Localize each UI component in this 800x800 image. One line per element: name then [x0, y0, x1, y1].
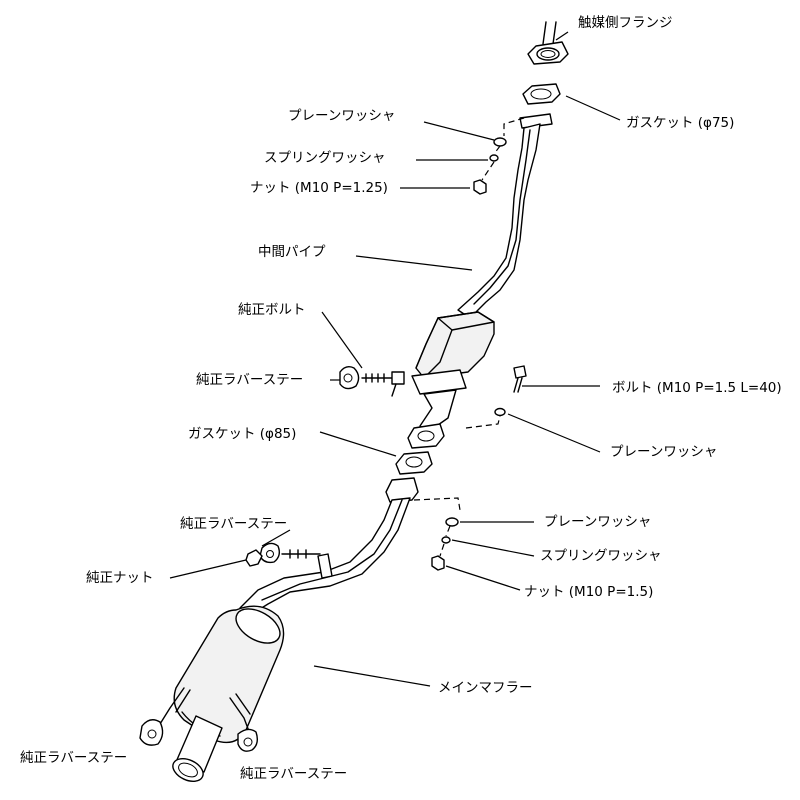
labels: 触媒側フランジ ガスケット (φ75) プレーンワッシャ スプリングワッシャ ナ… — [20, 15, 782, 782]
label-oem-rubber-stay-2: 純正ラバーステー — [180, 516, 287, 532]
label-catalyst-flange: 触媒側フランジ — [578, 15, 673, 31]
label-oem-nut: 純正ナット — [86, 570, 154, 586]
gasket-75 — [522, 83, 561, 105]
oem-rubber-stay-upper — [339, 365, 405, 397]
label-mid-pipe: 中間パイプ — [258, 244, 326, 260]
label-plain-washer-top: プレーンワッシャ — [288, 108, 395, 124]
label-oem-rubber-stay-1: 純正ラバーステー — [196, 372, 303, 388]
leader-lines — [169, 31, 621, 687]
lower-hardware — [413, 497, 461, 571]
gasket-85 — [395, 423, 445, 475]
label-gasket-85: ガスケット (φ85) — [188, 426, 296, 442]
label-plain-washer-mid: プレーンワッシャ — [610, 444, 717, 460]
oem-rubber-stay-left-part — [139, 719, 164, 746]
label-oem-rubber-stay-right: 純正ラバーステー — [240, 766, 347, 782]
main-muffler — [159, 605, 285, 783]
label-gasket-75: ガスケット (φ75) — [626, 115, 734, 131]
label-oem-rubber-stay-left: 純正ラバーステー — [20, 750, 127, 766]
label-spring-washer-low: スプリングワッシャ — [540, 548, 662, 564]
label-nut-m10-125: ナット (M10 P=1.25) — [250, 180, 388, 196]
label-plain-washer-low: プレーンワッシャ — [544, 514, 651, 530]
oem-rubber-stay-right-part — [237, 728, 259, 752]
label-main-muffler: メインマフラー — [438, 680, 533, 696]
catalyst-flange — [527, 21, 569, 65]
bolt-m10 — [465, 365, 527, 429]
label-bolt-m10: ボルト (M10 P=1.5 L=40) — [612, 380, 782, 396]
label-oem-bolt: 純正ボルト — [238, 302, 306, 318]
label-spring-washer-top: スプリングワッシャ — [264, 150, 386, 166]
label-nut-m10-15: ナット (M10 P=1.5) — [524, 584, 653, 600]
upper-hardware — [473, 117, 525, 195]
rear-pipe — [239, 477, 419, 615]
mid-resonator — [411, 311, 495, 433]
